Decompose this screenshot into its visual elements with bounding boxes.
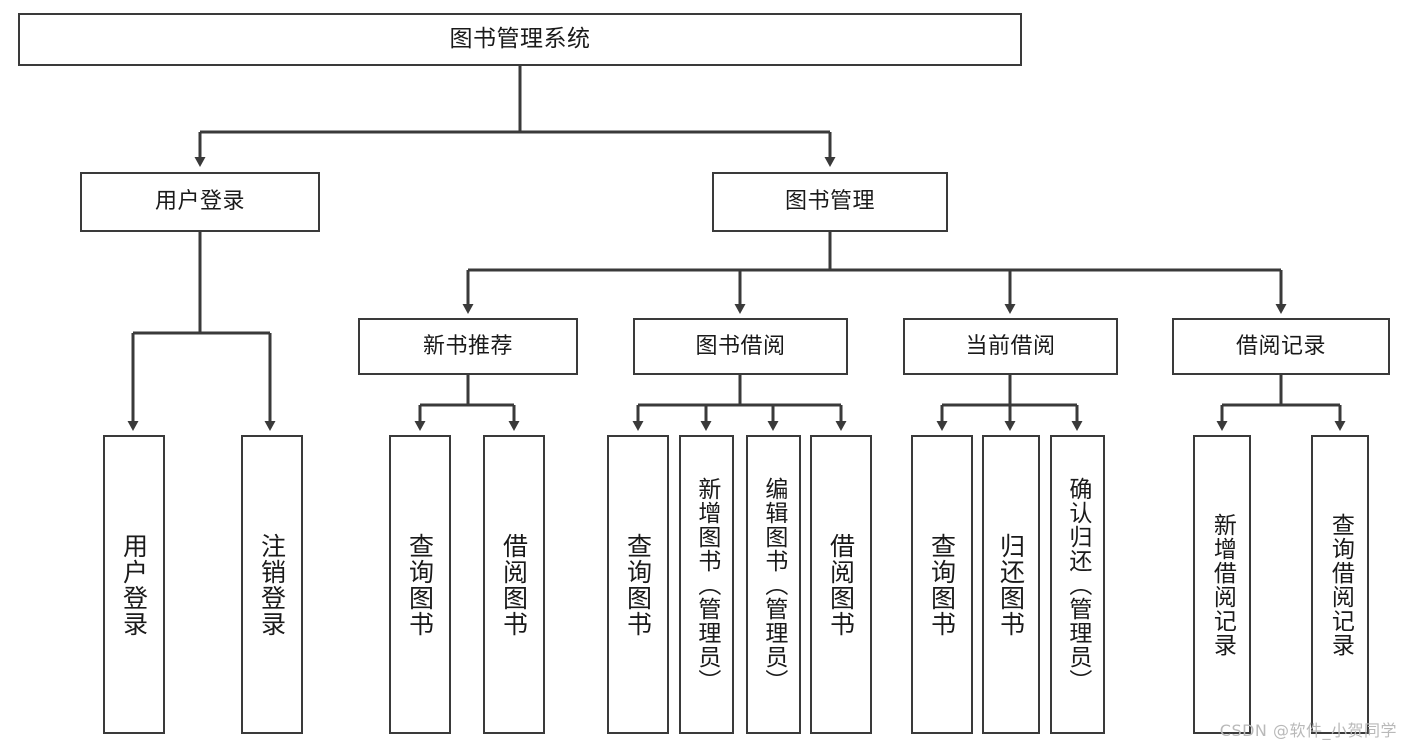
node-root-book-management-system[interactable]: 图书管理系统 <box>18 13 1022 66</box>
node-leaf-user-login[interactable]: 用户登录 <box>103 435 165 734</box>
node-label: 用户登录 <box>154 189 245 215</box>
node-label: 新书推荐 <box>422 333 513 359</box>
node-label: 查询图书 <box>927 532 957 637</box>
node-label: 图书借阅 <box>695 333 786 359</box>
node-label: 注销登录 <box>257 532 287 637</box>
node-label: 借阅图书 <box>499 532 529 637</box>
node-leaf-add-borrow-record[interactable]: 新增借阅记录 <box>1193 435 1251 734</box>
node-label: 查询图书 <box>405 532 435 637</box>
node-borrowing-record[interactable]: 借阅记录 <box>1172 318 1390 375</box>
node-label: 查询借阅记录 <box>1327 512 1354 657</box>
node-user-login[interactable]: 用户登录 <box>80 172 320 232</box>
node-label: 用户登录 <box>119 532 149 637</box>
node-leaf-query-books-borrow[interactable]: 查询图书 <box>607 435 669 734</box>
node-leaf-query-borrow-record[interactable]: 查询借阅记录 <box>1311 435 1369 734</box>
node-label: 归还图书 <box>996 532 1026 637</box>
node-new-book-recommendation[interactable]: 新书推荐 <box>358 318 578 375</box>
node-label: 查询图书 <box>623 532 653 637</box>
node-leaf-add-book-admin[interactable]: 新增图书（管理员） <box>679 435 734 734</box>
node-leaf-query-books-recommend[interactable]: 查询图书 <box>389 435 451 734</box>
node-label: 新增图书（管理员） <box>693 476 720 693</box>
node-leaf-return-books[interactable]: 归还图书 <box>982 435 1040 734</box>
node-label: 当前借阅 <box>965 333 1056 359</box>
node-leaf-borrow-books-recommend[interactable]: 借阅图书 <box>483 435 545 734</box>
node-current-borrowing[interactable]: 当前借阅 <box>903 318 1118 375</box>
node-leaf-edit-book-admin[interactable]: 编辑图书（管理员） <box>746 435 801 734</box>
node-label: 确认归还（管理员） <box>1064 476 1091 693</box>
node-label: 图书管理系统 <box>449 25 591 52</box>
node-book-management[interactable]: 图书管理 <box>712 172 948 232</box>
node-label: 借阅记录 <box>1235 333 1326 359</box>
node-leaf-confirm-return-admin[interactable]: 确认归还（管理员） <box>1050 435 1105 734</box>
node-label: 借阅图书 <box>826 532 856 637</box>
node-book-borrowing[interactable]: 图书借阅 <box>633 318 848 375</box>
node-label: 编辑图书（管理员） <box>760 476 787 693</box>
node-leaf-query-books-current[interactable]: 查询图书 <box>911 435 973 734</box>
node-leaf-borrow-books[interactable]: 借阅图书 <box>810 435 872 734</box>
node-label: 新增借阅记录 <box>1209 512 1236 657</box>
node-label: 图书管理 <box>784 189 875 215</box>
node-leaf-logout[interactable]: 注销登录 <box>241 435 303 734</box>
